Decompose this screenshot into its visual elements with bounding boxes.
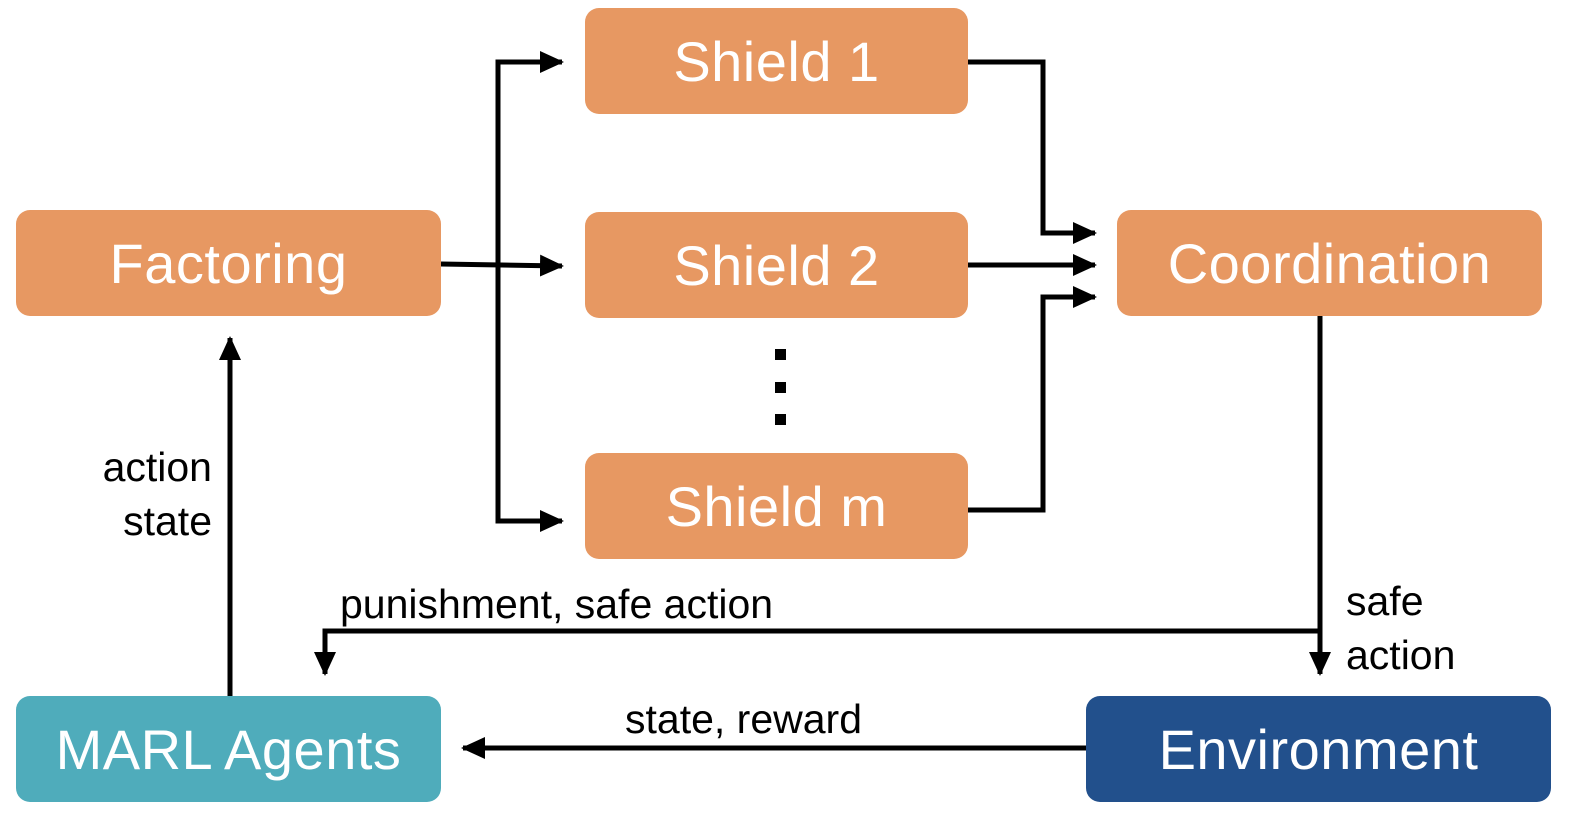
- edge-label-state: state: [123, 498, 212, 544]
- environment-label: Environment: [1158, 717, 1479, 781]
- coordination-box: Coordination: [1117, 210, 1542, 316]
- marl-agents-box: MARL Agents: [16, 696, 441, 802]
- arrow-shield1-to-coordination: [968, 59, 1097, 244]
- shield-2-label: Shield 2: [673, 233, 880, 297]
- edge-label-safe-action: safe action: [1346, 574, 1455, 682]
- arrow-factoring-to-shieldm: [495, 265, 564, 532]
- shield-m-label: Shield m: [665, 474, 888, 538]
- edge-label-punishment-safe-action: punishment, safe action: [340, 581, 774, 627]
- marl-agents-label: MARL Agents: [55, 717, 402, 781]
- arrow-shieldm-to-coordination: [968, 286, 1097, 513]
- coordination-label: Coordination: [1167, 231, 1492, 295]
- arrow-coordination-to-marl: [314, 628, 1320, 676]
- arrow-factoring-to-shield1: [495, 51, 564, 265]
- edge-label-state-reward: state, reward: [625, 696, 862, 742]
- edge-label-safe: safe: [1346, 578, 1424, 624]
- environment-box: Environment: [1086, 696, 1551, 802]
- shield-2-box: Shield 2: [585, 212, 968, 318]
- factoring-label: Factoring: [109, 231, 348, 295]
- shield-1-box: Shield 1: [585, 8, 968, 114]
- shield-1-label: Shield 1: [673, 29, 880, 93]
- edge-label-action: action: [102, 444, 212, 490]
- factoring-box: Factoring: [16, 210, 441, 316]
- ellipsis-dots: [775, 349, 786, 425]
- arrow-factoring-to-shield2: [440, 254, 564, 277]
- edge-label-action-state: action state: [103, 440, 212, 548]
- shield-m-box: Shield m: [585, 453, 968, 559]
- edge-label-action-2: action: [1346, 632, 1456, 678]
